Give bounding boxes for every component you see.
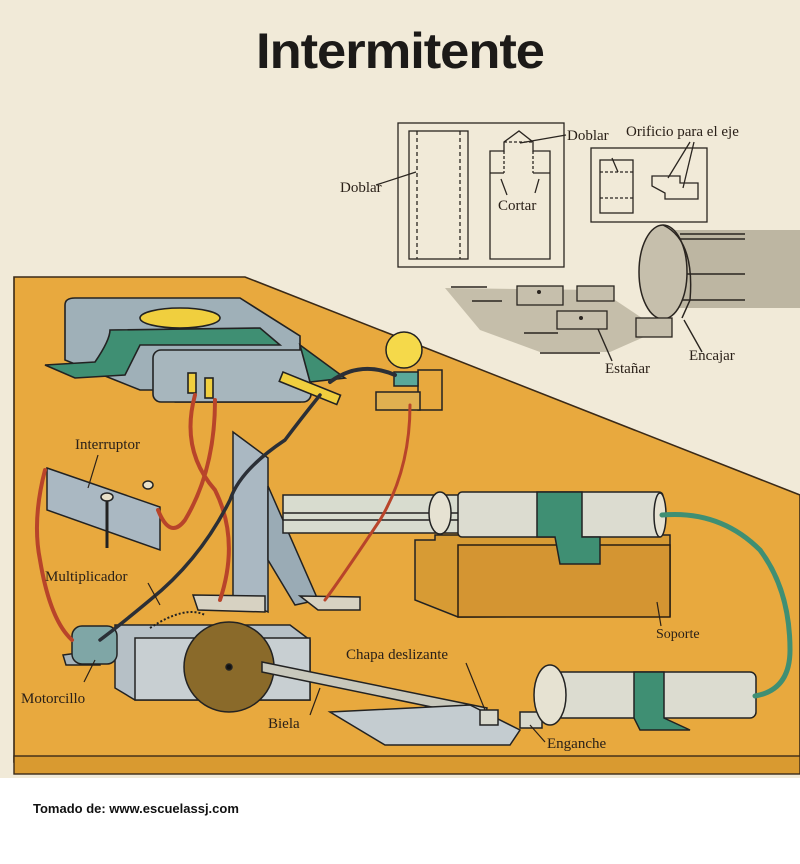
axle-bracket-sketch bbox=[590, 141, 708, 223]
gearbox-multiplicador bbox=[114, 611, 311, 713]
sliding-plate bbox=[327, 704, 543, 746]
lower-piston bbox=[533, 664, 757, 731]
wires bbox=[34, 366, 793, 699]
label-interruptor: Interruptor bbox=[75, 437, 140, 453]
label-motorcillo: Motorcillo bbox=[21, 691, 86, 707]
label-orificio-para-el-eje: Orificio para el eje bbox=[626, 124, 739, 140]
small-motor bbox=[62, 625, 118, 666]
axle-detail-assembly bbox=[445, 224, 800, 362]
label-doblar-left: Doblar bbox=[340, 180, 382, 196]
label-biela: Biela bbox=[268, 716, 300, 732]
label-leaders bbox=[83, 454, 662, 743]
label-enganche: Enganche bbox=[547, 736, 607, 752]
label-chapa-deslizante: Chapa deslizante bbox=[346, 647, 449, 663]
battery bbox=[44, 297, 348, 406]
label-cortar: Cortar bbox=[498, 198, 537, 214]
label-estanar: Estañar bbox=[605, 361, 650, 377]
label-doblar-top: Doblar bbox=[567, 128, 609, 144]
switch-interruptor bbox=[46, 466, 161, 552]
label-multiplicador: Multiplicador bbox=[45, 569, 128, 585]
label-encajar: Encajar bbox=[689, 348, 735, 364]
page-title: Intermitente bbox=[256, 23, 545, 79]
folding-template-sketch bbox=[375, 122, 567, 268]
label-soporte: Soporte bbox=[656, 627, 700, 642]
source-credit: Tomado de: www.escuelassj.com bbox=[33, 801, 239, 816]
intermitente-diagram bbox=[13, 122, 800, 775]
